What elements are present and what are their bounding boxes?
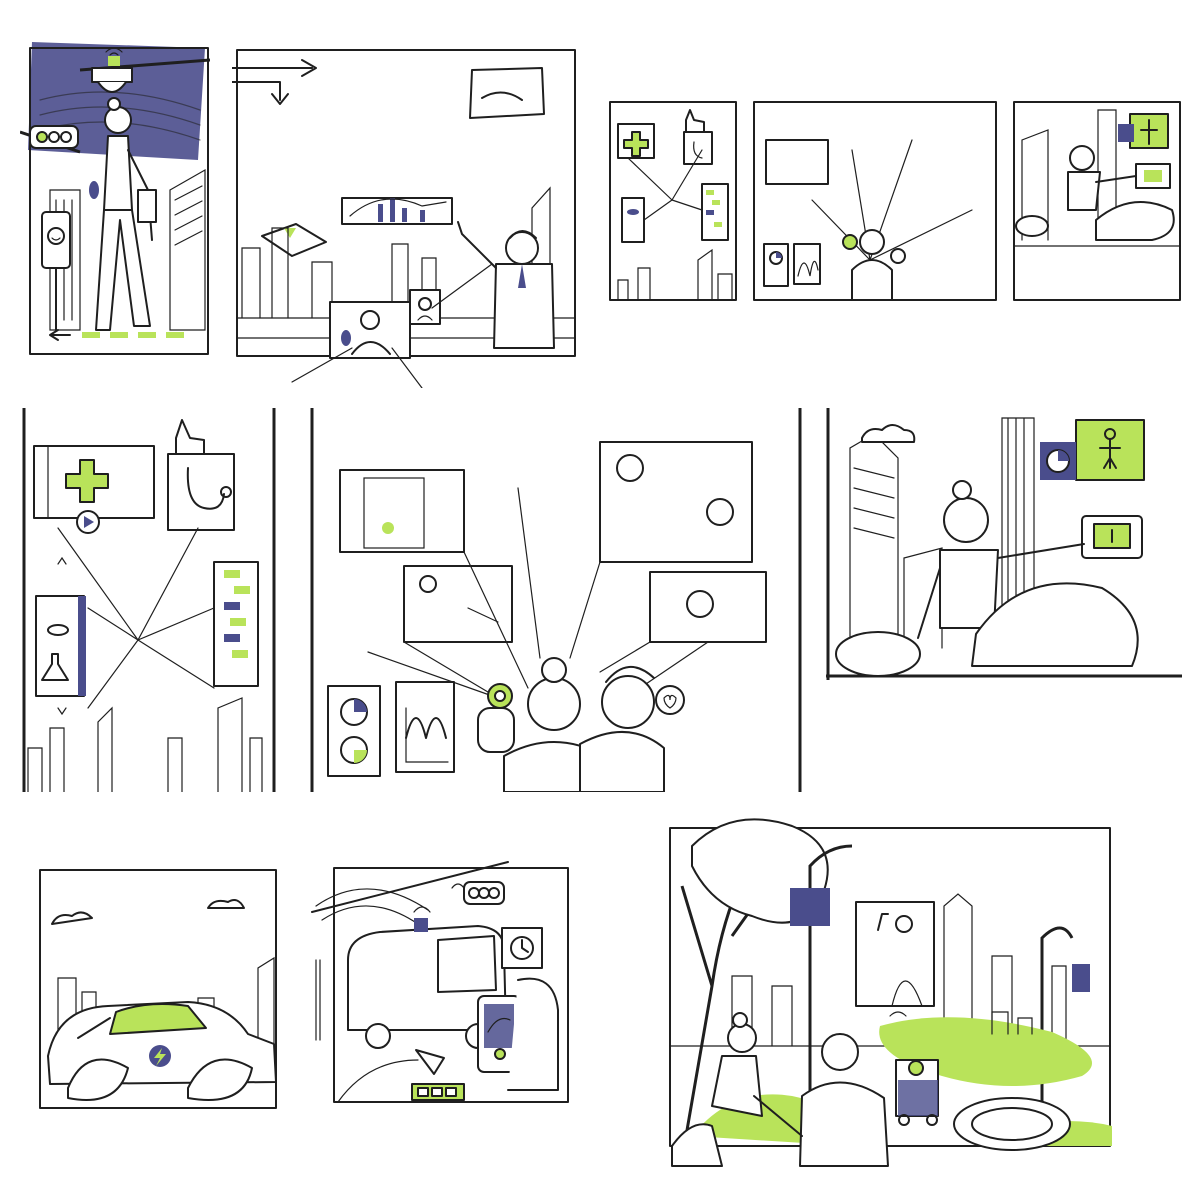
panel-health-large bbox=[18, 408, 280, 792]
music-note-icon bbox=[855, 901, 935, 1007]
bar-chart-icon bbox=[341, 197, 453, 225]
heart-icon bbox=[890, 248, 906, 264]
woman-figure bbox=[917, 480, 1085, 639]
robot-icon bbox=[895, 1059, 939, 1126]
play-icon bbox=[76, 510, 100, 534]
wifi-icon bbox=[105, 47, 123, 56]
chat-icon bbox=[213, 561, 259, 687]
pie-chart-icon bbox=[327, 685, 381, 777]
traffic-light-icon bbox=[20, 125, 81, 154]
face-scan-icon bbox=[409, 289, 441, 325]
phone-map bbox=[477, 995, 521, 1073]
presenter-figure bbox=[457, 221, 555, 349]
wave-chart-icon bbox=[395, 681, 455, 773]
panel-city-dashboard bbox=[232, 48, 577, 388]
thermostat-icon bbox=[1081, 515, 1143, 559]
thumbs-up-icon bbox=[683, 109, 713, 165]
pie-chart-icon bbox=[763, 243, 821, 287]
lightning-icon bbox=[149, 1045, 171, 1067]
panel-lightbulb-small bbox=[752, 100, 998, 302]
lightbulb-icon bbox=[842, 234, 858, 250]
medical-cross-icon bbox=[33, 445, 155, 519]
pill-icon bbox=[621, 197, 645, 243]
panel-woman-rock-large bbox=[822, 408, 1184, 680]
panel-autonomous-bus bbox=[308, 860, 570, 1110]
panel-lightbulb-large bbox=[308, 408, 802, 792]
stethoscope-icon bbox=[167, 453, 235, 531]
arrow-right-icon bbox=[232, 59, 317, 105]
panel-woman-rock-small bbox=[1012, 100, 1182, 302]
battery-icon bbox=[411, 1083, 465, 1101]
map-pin-icon bbox=[494, 1048, 506, 1060]
cctv-camera-icon bbox=[79, 56, 210, 93]
lightbulb-icon bbox=[487, 683, 513, 709]
flask-icon bbox=[41, 653, 69, 681]
body-scan-icon bbox=[1118, 113, 1169, 149]
clock-icon bbox=[501, 927, 543, 969]
wifi-icon bbox=[413, 883, 465, 913]
wifi-icon bbox=[889, 1011, 907, 1017]
thermostat-icon bbox=[1135, 163, 1171, 189]
woman-figure bbox=[89, 97, 157, 331]
chat-icon bbox=[701, 183, 729, 241]
smiley-pedestrian-signal-icon bbox=[41, 211, 71, 331]
lamp-post bbox=[790, 844, 1090, 1136]
panel-street-camera bbox=[20, 40, 210, 358]
panel-electric-car bbox=[38, 868, 278, 1110]
traffic-light-icon bbox=[463, 881, 505, 905]
pie-chart-icon bbox=[1040, 442, 1076, 480]
couple-figures bbox=[477, 657, 665, 792]
map-icon bbox=[261, 67, 545, 257]
heart-icon bbox=[655, 685, 685, 715]
panel-health-small bbox=[608, 100, 738, 302]
medical-cross-icon bbox=[617, 123, 655, 159]
panel-smart-park bbox=[652, 806, 1132, 1178]
body-scan-icon bbox=[1075, 419, 1145, 481]
